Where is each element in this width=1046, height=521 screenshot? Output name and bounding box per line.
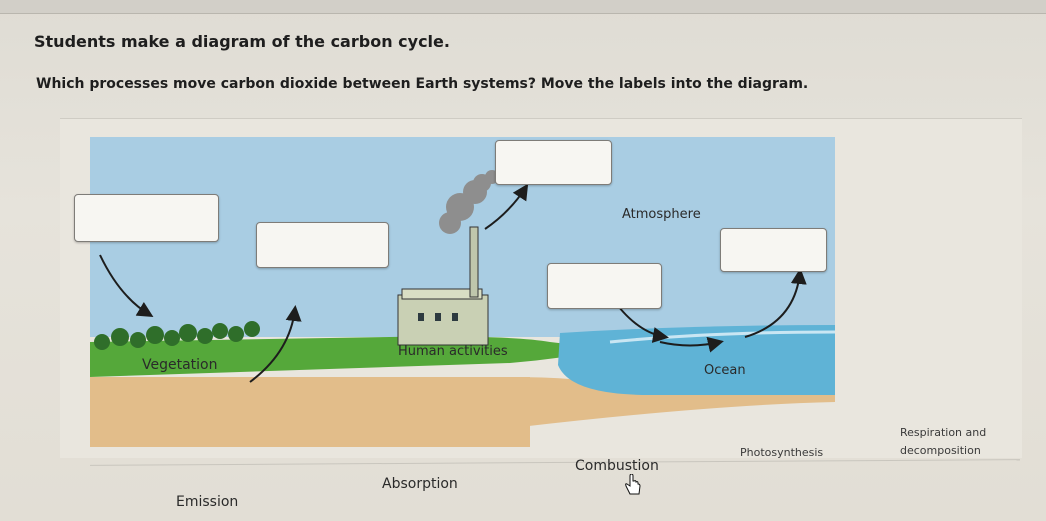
factory: [397, 226, 489, 346]
hand-cursor-icon: [625, 474, 641, 495]
drop-target-5[interactable]: [720, 228, 827, 272]
choice-photosynthesis[interactable]: Photosynthesis: [740, 446, 824, 459]
grass-region: [90, 336, 610, 377]
page-title: Students make a diagram of the carbon cy…: [34, 32, 450, 51]
ocean-label: Ocean: [704, 363, 746, 378]
question-prompt: Which processes move carbon dioxide betw…: [36, 76, 809, 92]
drop-target-3[interactable]: [495, 140, 612, 185]
drop-target-2[interactable]: [256, 222, 389, 268]
smoke: [439, 170, 499, 234]
top-bar: [0, 0, 1046, 14]
atmosphere-label: Atmosphere: [622, 207, 701, 222]
choice-respiration[interactable]: Respiration and decomposition: [900, 424, 986, 460]
choice-absorption[interactable]: Absorption: [382, 476, 458, 492]
choice-emission[interactable]: Emission: [176, 494, 239, 510]
carbon-cycle-diagram: [90, 137, 835, 447]
human-activities-label: Human activities: [398, 344, 508, 359]
drop-target-1[interactable]: [74, 194, 219, 242]
trees: [94, 321, 260, 350]
ocean-region: [558, 325, 835, 395]
vegetation-label: Vegetation: [142, 357, 218, 373]
choices-divider: [90, 459, 1020, 466]
choice-respiration-line2: decomposition: [900, 444, 981, 457]
choice-respiration-line1: Respiration and: [900, 426, 987, 439]
choice-combustion[interactable]: Combustion: [575, 458, 659, 474]
drop-target-4[interactable]: [547, 263, 662, 309]
